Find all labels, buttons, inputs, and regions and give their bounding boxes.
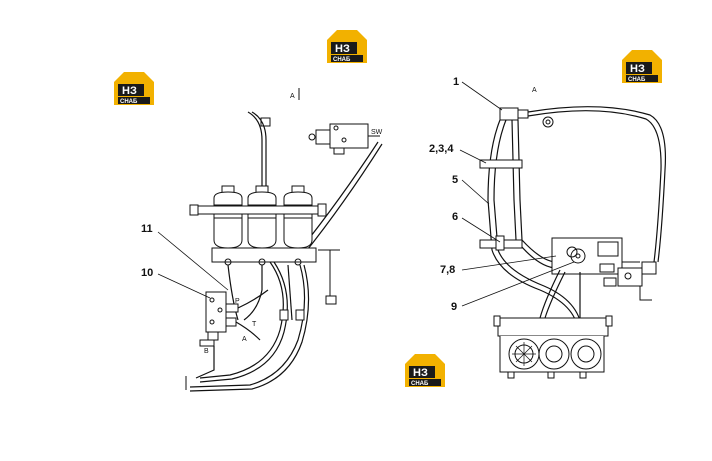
port-p-label: P — [235, 298, 240, 305]
callout-9: 9 — [451, 301, 457, 313]
left-assembly — [185, 111, 383, 392]
callout-5: 5 — [452, 174, 458, 186]
watermark-logo-left: НЗ СНАБ — [114, 72, 154, 105]
port-t-label: T — [252, 321, 257, 328]
callout-2-3-4: 2,3,4 — [429, 143, 454, 155]
accumulator-1 — [213, 185, 243, 249]
callout-6: 6 — [452, 211, 458, 223]
callout-11: 11 — [141, 223, 153, 235]
svg-text:СНАБ: СНАБ — [333, 57, 351, 63]
svg-text:СНАБ: СНАБ — [120, 99, 138, 105]
watermark-logo-right: НЗ СНАБ — [622, 50, 662, 83]
svg-text:НЗ: НЗ — [413, 367, 428, 379]
callout-10: 10 — [141, 267, 153, 279]
watermark-logo-bottom-center: НЗ СНАБ — [405, 354, 445, 387]
port-b-label: B — [204, 348, 209, 355]
right-assembly — [479, 106, 667, 379]
sw-label: SW — [371, 129, 383, 136]
accumulator-2 — [247, 185, 277, 249]
callout-7-8: 7,8 — [440, 264, 455, 276]
svg-text:СНАБ: СНАБ — [628, 77, 646, 83]
callout-1: 1 — [453, 76, 459, 88]
svg-text:НЗ: НЗ — [335, 43, 350, 55]
watermark-logo-top-center: НЗ СНАБ — [327, 30, 367, 63]
view-a-right-label: A — [532, 87, 537, 94]
view-a-left-label: A — [290, 93, 295, 100]
svg-text:НЗ: НЗ — [630, 63, 645, 75]
svg-text:СНАБ: СНАБ — [411, 381, 429, 387]
port-a-label: A — [242, 336, 247, 343]
accumulator-3 — [283, 185, 313, 249]
svg-text:НЗ: НЗ — [122, 85, 137, 97]
